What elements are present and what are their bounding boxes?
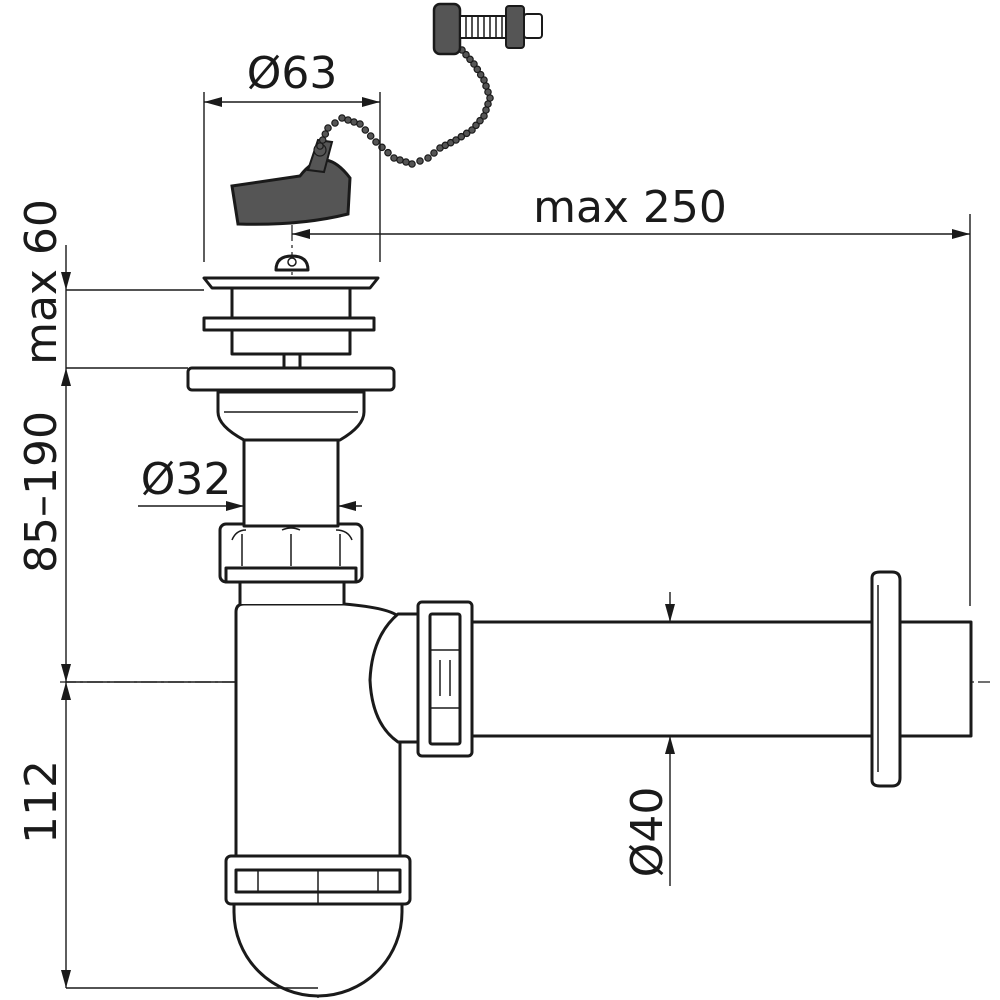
dimension-left-vertical: max 60 85–190 112: [16, 199, 318, 989]
chain-bead: [466, 55, 474, 64]
chain-bead: [462, 50, 470, 59]
chain-bead: [331, 119, 339, 127]
inlet-nut: [218, 522, 364, 584]
dimension-outlet-pipe-diameter: Ø40: [622, 592, 675, 886]
overflow-screw: [432, 2, 543, 56]
dimension-max-horizontal: max 250: [292, 182, 971, 606]
stopper-body: [230, 158, 352, 226]
inlet-tube: [216, 390, 366, 528]
label-inlet-diameter: Ø32: [141, 454, 232, 505]
chain-bead: [372, 138, 380, 146]
sink-flange: [186, 350, 396, 392]
chain-bead: [356, 120, 364, 128]
outlet-nut: [416, 600, 474, 758]
outlet-pipe: [468, 570, 973, 788]
chain-bead: [424, 154, 432, 162]
bottom-cap: [224, 854, 412, 998]
chain-bead: [361, 126, 370, 134]
chain-bead: [384, 148, 392, 157]
stopper-plug: [230, 138, 352, 226]
wall-rosette: [870, 570, 902, 788]
chain-bead: [472, 121, 480, 130]
strainer: [202, 254, 380, 356]
chain-bead: [462, 129, 471, 138]
label-outlet-diameter: Ø63: [247, 48, 338, 99]
chain-bead: [408, 160, 416, 168]
chain-bead: [416, 157, 424, 165]
label-max-horizontal: max 250: [533, 182, 727, 233]
chain-bead: [324, 124, 332, 132]
chain-bead: [318, 136, 327, 144]
chain-bead: [457, 132, 466, 141]
label-outlet-pipe-diameter: Ø40: [622, 787, 673, 878]
chain-bead: [473, 65, 482, 74]
chain-bead: [321, 130, 330, 138]
chain-bead: [366, 132, 375, 140]
plug-chain: [316, 42, 494, 168]
label-bottom-height: 112: [16, 760, 67, 844]
chain-bead: [476, 70, 485, 79]
chain-bead: [468, 126, 476, 134]
label-max-vertical-top: max 60: [16, 199, 67, 365]
chain-bead: [470, 60, 478, 68]
chain-bead: [316, 142, 324, 150]
dimension-inlet-diameter: Ø32: [138, 454, 362, 511]
chain-bead: [430, 149, 438, 157]
chain-bead: [480, 76, 488, 84]
chain-bead: [452, 136, 460, 144]
bottle-body: [234, 578, 426, 862]
chain-bead: [476, 116, 484, 125]
label-height-range: 85–190: [16, 411, 67, 573]
